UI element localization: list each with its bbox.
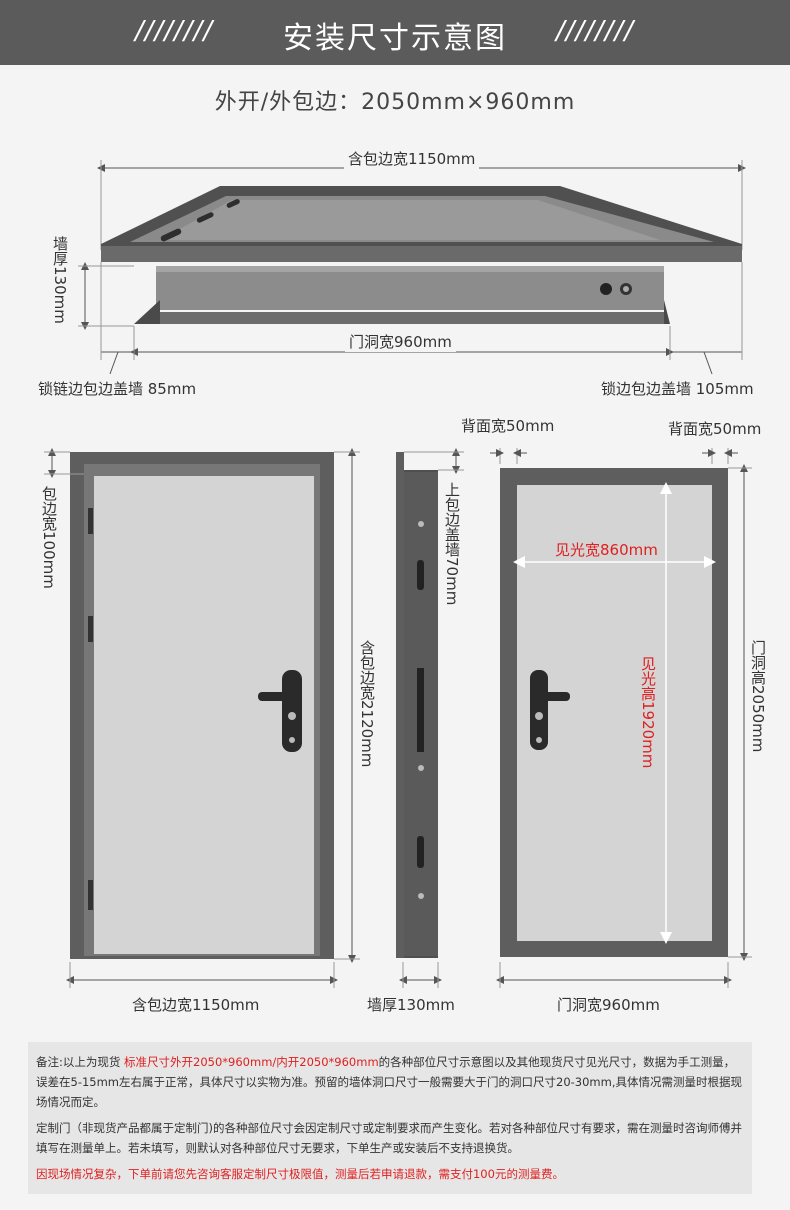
installation-diagram	[44, 160, 752, 988]
label-visible-height: 见光高1920mm	[639, 656, 657, 769]
note-paragraph-3: 因现场情况复杂，下单前请您先咨询客服定制尺寸极限值，测量后若申请退款，需支付10…	[36, 1167, 564, 1181]
header-banner: //////// 安装尺寸示意图 ////////	[0, 0, 790, 65]
note-1-body: 的各种部位尺寸示意图以及其他现货尺寸见光尺寸，数据为手工测量，误差在5-15mm…	[36, 1055, 742, 1109]
note-paragraph-2: 定制门（非现货产品都属于定制门)的各种部位尺寸会因定制尺寸或定制要求而产生变化。…	[36, 1121, 742, 1155]
page-title: 安装尺寸示意图	[283, 21, 507, 56]
label-wall-thickness-top: 墙厚130mm	[51, 236, 69, 324]
label-opening-width-top: 门洞宽960mm	[345, 331, 456, 352]
label-frame-width-side: 包边宽100mm	[40, 486, 58, 589]
side-view-door	[396, 452, 438, 958]
note-paragraph-1: 备注:以上为现货 标准尺寸外开2050*960mm/内开2050*960mm的各…	[36, 1052, 742, 1112]
label-back-width-left: 背面宽50mm	[461, 417, 555, 435]
banner-decor-left: ////////	[135, 16, 214, 46]
label-total-height: 含包边宽2120mm	[358, 640, 376, 768]
front-view-door	[70, 452, 334, 959]
label-opening-height: 门洞高2050mm	[749, 640, 767, 753]
label-lock-side-cover: 锁边包边盖墙 105mm	[601, 380, 754, 398]
label-visible-width: 见光宽860mm	[555, 541, 658, 559]
note-1-prefix: 备注:以上为现货	[36, 1055, 125, 1069]
label-top-cover: 上包边盖墙70mm	[443, 482, 461, 606]
page-subtitle: 外开/外包边：2050mm×960mm	[214, 90, 576, 115]
label-total-width-top: 含包边宽1150mm	[344, 148, 480, 169]
note-1-highlight: 标准尺寸外开2050*960mm/内开2050*960mm	[124, 1055, 379, 1069]
label-total-width-front: 含包边宽1150mm	[132, 996, 260, 1014]
banner-decor-right: ////////	[556, 16, 635, 46]
label-back-width-right: 背面宽50mm	[668, 420, 762, 438]
top-view-door	[97, 160, 746, 324]
label-opening-width-back: 门洞宽960mm	[557, 996, 660, 1014]
label-lock-chain-cover: 锁链边包边盖墙 85mm	[38, 380, 197, 398]
label-wall-thickness-side: 墙厚130mm	[367, 996, 455, 1014]
notes-box: 备注:以上为现货 标准尺寸外开2050*960mm/内开2050*960mm的各…	[28, 1042, 752, 1194]
